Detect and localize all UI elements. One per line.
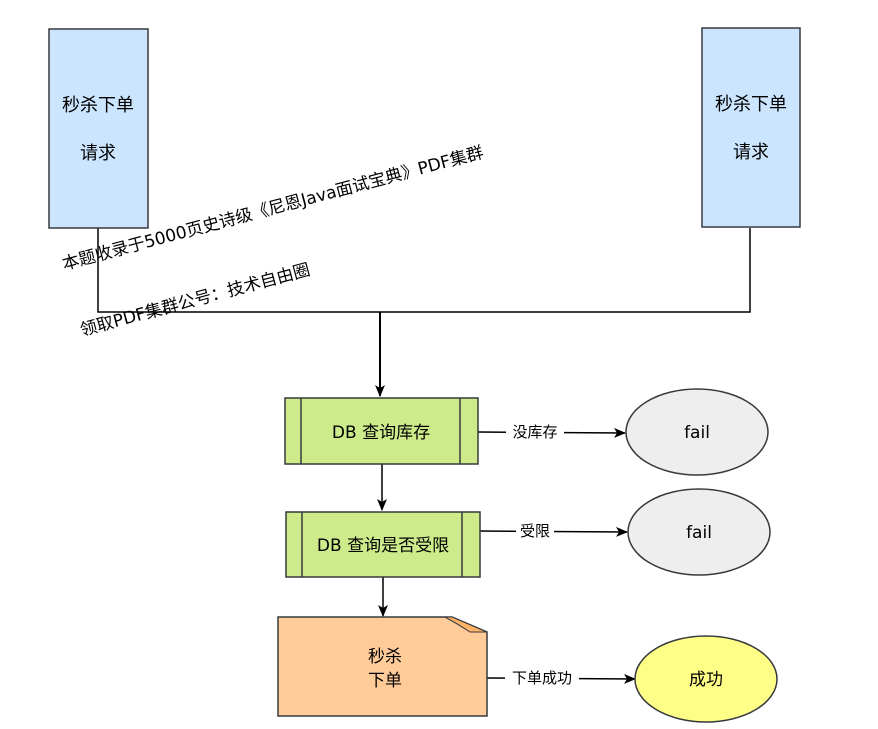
order-line2: 下单 bbox=[368, 671, 402, 691]
limit-check-process[interactable]: DB 查询是否受限 bbox=[285, 511, 481, 578]
request-box-right[interactable]: 秒杀下单 请求 bbox=[701, 27, 801, 228]
order-note[interactable]: 秒杀 下单 bbox=[277, 616, 488, 717]
edge-label-order-success: 下单成功 bbox=[512, 669, 572, 687]
request-left-line1: 秒杀下单 bbox=[62, 95, 134, 116]
fail-ellipse-limit[interactable]: fail bbox=[627, 488, 771, 576]
watermark-line2: 领取PDF集群公号：技术自由圈 bbox=[78, 260, 312, 341]
edge-label-limited: 受限 bbox=[520, 522, 550, 540]
stock-check-label: DB 查询库存 bbox=[332, 423, 430, 443]
edge-left-request-to-merge bbox=[97, 228, 380, 313]
request-right-line1: 秒杀下单 bbox=[715, 94, 787, 115]
success-label: 成功 bbox=[689, 670, 723, 690]
fail-stock-label: fail bbox=[684, 423, 710, 443]
limit-check-label: DB 查询是否受限 bbox=[317, 536, 449, 556]
order-line1: 秒杀 bbox=[368, 647, 402, 667]
fail-ellipse-stock[interactable]: fail bbox=[625, 388, 769, 476]
edge-right-request-to-merge bbox=[380, 228, 751, 313]
request-right-line2: 请求 bbox=[733, 142, 769, 163]
edge-label-no-stock: 没库存 bbox=[512, 423, 557, 441]
request-box-left[interactable]: 秒杀下单 请求 bbox=[48, 28, 149, 229]
success-ellipse[interactable]: 成功 bbox=[634, 635, 778, 723]
request-left-line2: 请求 bbox=[80, 143, 116, 164]
stock-check-process[interactable]: DB 查询库存 bbox=[284, 397, 479, 465]
fail-limit-label: fail bbox=[686, 523, 712, 543]
